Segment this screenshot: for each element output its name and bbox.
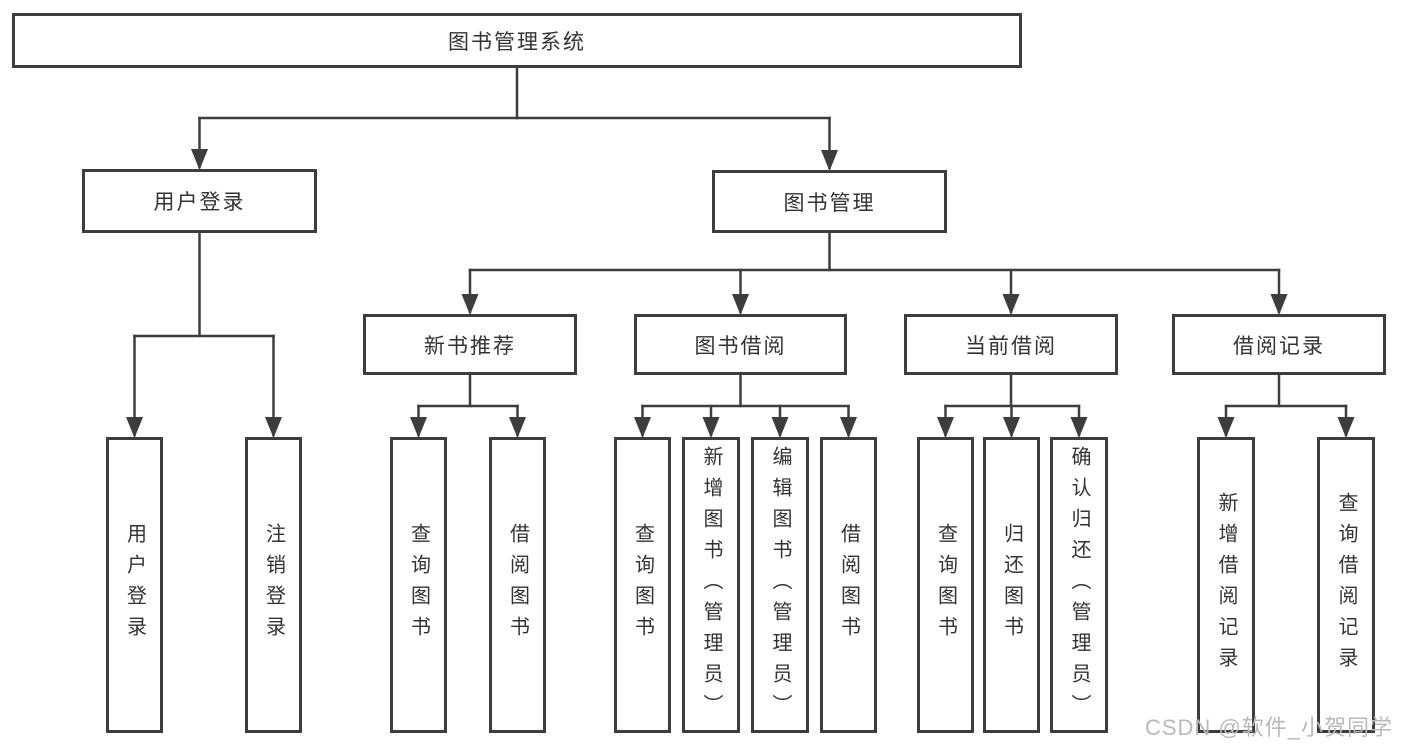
node-label: 查询图书 bbox=[934, 523, 957, 647]
node-label: 新书推荐 bbox=[424, 334, 516, 358]
diagram-node-leaf-user-login: 用户登录 bbox=[106, 437, 163, 733]
node-label: 用户登录 bbox=[153, 191, 246, 214]
node-label: 借阅记录 bbox=[1233, 334, 1325, 358]
node-label: 借阅图书 bbox=[837, 523, 860, 647]
diagram-node-system: 图书管理系统 bbox=[12, 13, 1022, 68]
diagram-node-leaf-query-books-2: 查询图书 bbox=[614, 437, 671, 733]
diagram-node-leaf-edit-books: 编辑图书（管理员） bbox=[751, 437, 809, 733]
node-label: 查询借阅记录 bbox=[1335, 492, 1357, 678]
node-label: 用户登录 bbox=[123, 523, 146, 647]
node-label: 图书管理系统 bbox=[448, 30, 586, 54]
node-label: 归还图书 bbox=[1000, 523, 1023, 647]
diagram-node-book-mgmt: 图书管理 bbox=[712, 170, 947, 233]
diagram-node-book-borrow: 图书借阅 bbox=[634, 314, 847, 375]
diagram-node-leaf-query-borrow-record: 查询借阅记录 bbox=[1317, 437, 1375, 733]
diagram-node-leaf-add-borrow-record: 新增借阅记录 bbox=[1197, 437, 1255, 733]
node-label: 图书借阅 bbox=[694, 334, 787, 358]
node-label: 借阅图书 bbox=[506, 523, 529, 647]
diagram-node-user-login: 用户登录 bbox=[82, 169, 317, 233]
diagram-node-leaf-borrow-books-2: 借阅图书 bbox=[820, 437, 877, 733]
watermark: CSDN @软件_小贺同学 bbox=[1144, 715, 1393, 740]
diagram-node-new-book-rec: 新书推荐 bbox=[363, 314, 577, 375]
node-label: 确认归还（管理员） bbox=[1068, 445, 1090, 725]
diagram-node-leaf-query-books-1: 查询图书 bbox=[390, 437, 447, 733]
diagram-node-leaf-return-books: 归还图书 bbox=[983, 437, 1040, 733]
node-label: 图书管理 bbox=[783, 191, 876, 215]
node-label: 编辑图书（管理员） bbox=[769, 445, 791, 725]
diagram-node-current-borrow: 当前借阅 bbox=[904, 314, 1118, 375]
node-label: 当前借阅 bbox=[965, 334, 1057, 358]
diagram-node-leaf-confirm-return: 确认归还（管理员） bbox=[1050, 437, 1108, 733]
diagram-node-leaf-borrow-books-1: 借阅图书 bbox=[489, 437, 546, 733]
diagram-node-borrow-records: 借阅记录 bbox=[1172, 314, 1386, 375]
node-label: 查询图书 bbox=[407, 523, 430, 647]
diagram-node-leaf-add-books: 新增图书（管理员） bbox=[682, 437, 740, 733]
node-label: 查询图书 bbox=[631, 523, 654, 647]
node-label: 新增图书（管理员） bbox=[700, 445, 722, 725]
diagram-node-leaf-logout: 注销登录 bbox=[245, 437, 302, 733]
node-label: 新增借阅记录 bbox=[1215, 492, 1237, 678]
node-label: 注销登录 bbox=[262, 523, 285, 647]
diagram-node-leaf-query-books-3: 查询图书 bbox=[917, 437, 974, 733]
